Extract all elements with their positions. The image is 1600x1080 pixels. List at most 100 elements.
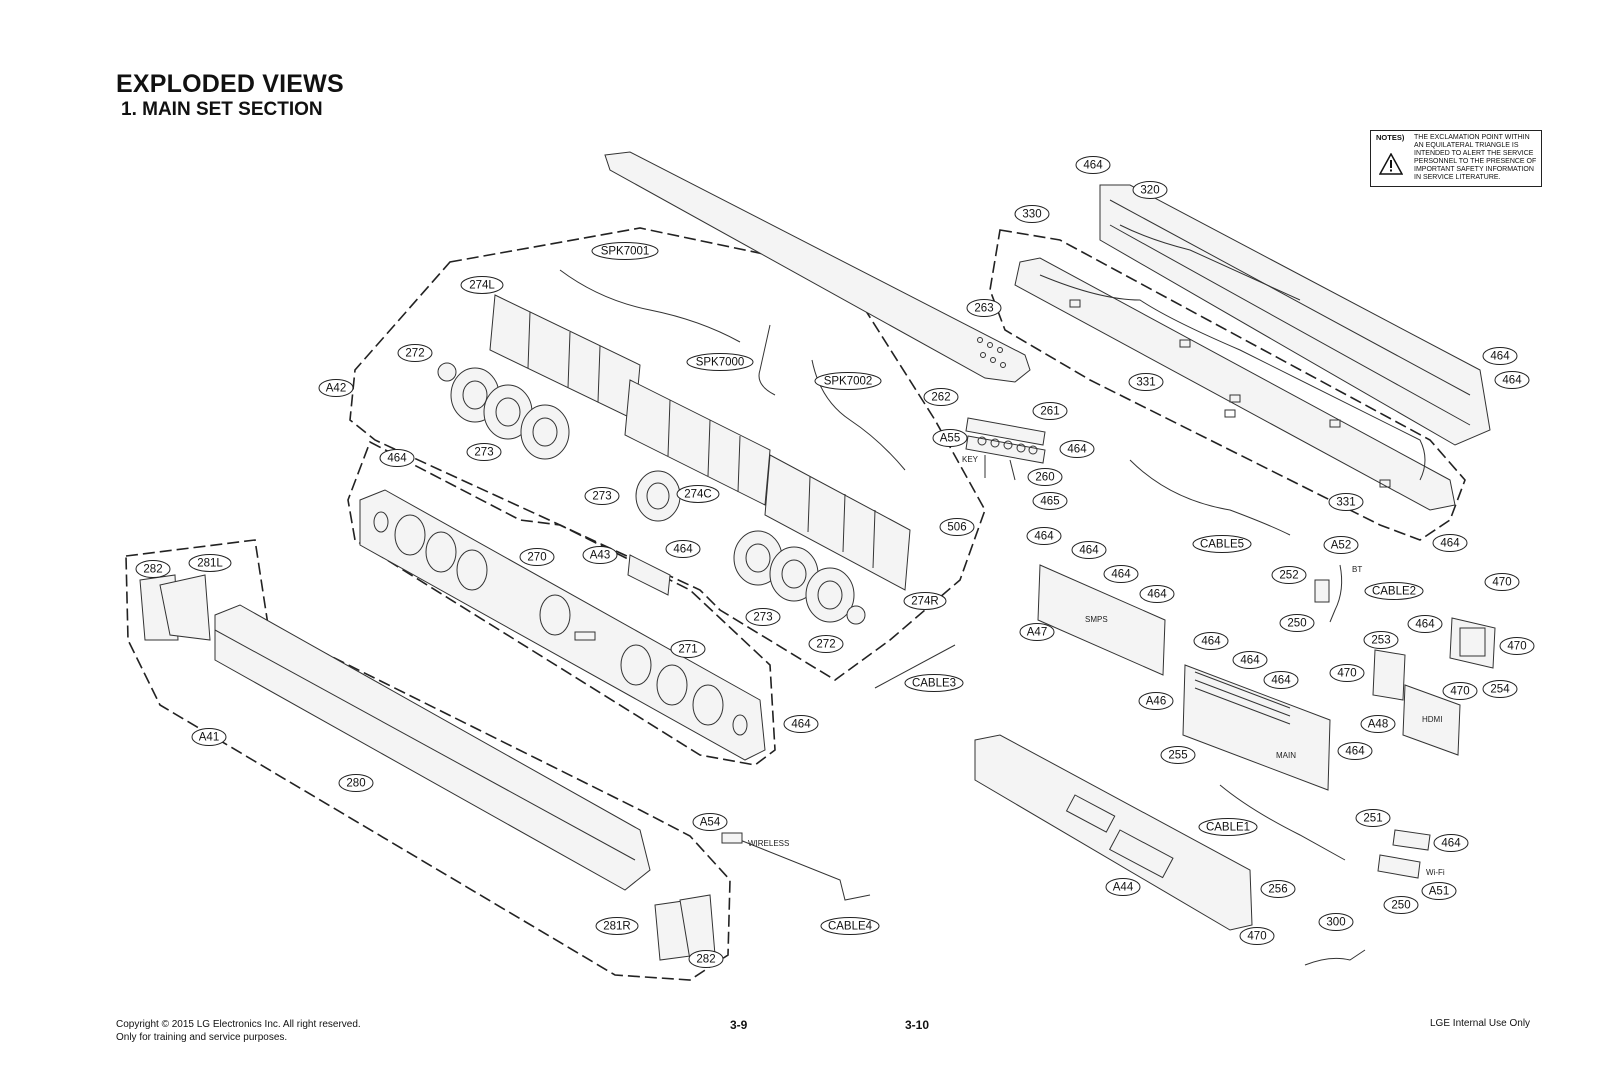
- callout-text: 470: [1507, 641, 1526, 653]
- callout-text: 262: [931, 392, 950, 404]
- callout-cable4: CABLE4: [820, 917, 880, 935]
- callout-text: 464: [1079, 545, 1099, 557]
- callout-262: 262: [923, 388, 959, 406]
- chassis-pads: [1069, 299, 1391, 488]
- bracket-254-window: [1459, 627, 1486, 657]
- callout-text: 464: [1147, 589, 1167, 601]
- callout-470_d: 470: [1442, 682, 1478, 700]
- speaker-wire-spk7001: [559, 269, 741, 343]
- callout-282_r: 282: [688, 950, 724, 968]
- callout-253: 253: [1363, 631, 1399, 649]
- part-front-bezel: [359, 489, 766, 761]
- callout-text: 464: [1271, 675, 1291, 687]
- callout-a51: A51: [1421, 882, 1457, 900]
- callout-text: 263: [974, 303, 993, 315]
- callout-331_b: 331: [1328, 493, 1364, 511]
- callout-a47: A47: [1019, 623, 1055, 641]
- callout-text: CABLE4: [828, 921, 873, 933]
- part-end-cap-281l: [159, 574, 211, 641]
- callout-a46: A46: [1138, 692, 1174, 710]
- callout-330: 330: [1014, 205, 1050, 223]
- callout-470_b: 470: [1499, 637, 1535, 655]
- callout-text: 270: [527, 552, 546, 564]
- callout-470_e: 470: [1239, 927, 1275, 945]
- cable5: [1129, 459, 1291, 536]
- part-wireless-module: [721, 832, 743, 844]
- callout-text: 464: [1201, 636, 1221, 648]
- callout-text: 250: [1287, 618, 1306, 630]
- callout-464_s4: 464: [1103, 565, 1139, 583]
- callout-274l: 274L: [460, 276, 504, 294]
- rear-cover-inner: [1109, 199, 1471, 426]
- callout-470_a: 470: [1484, 573, 1520, 591]
- callout-281r: 281R: [595, 917, 639, 935]
- callout-text: 250: [1391, 900, 1410, 912]
- part-main-board: [1182, 664, 1331, 791]
- callout-464_top: 464: [1075, 156, 1111, 174]
- callout-text: 252: [1279, 570, 1298, 582]
- callout-text: 320: [1140, 185, 1159, 197]
- callout-464_bar: 464: [783, 715, 819, 733]
- callout-text: 464: [673, 544, 693, 556]
- callout-282_l: 282: [135, 560, 171, 578]
- callout-text: 464: [1440, 538, 1460, 550]
- callout-a42: A42: [318, 379, 354, 397]
- callout-text: 330: [1022, 209, 1041, 221]
- callout-text: 470: [1337, 668, 1356, 680]
- callout-text: 470: [1450, 686, 1469, 698]
- callout-text: 331: [1336, 497, 1355, 509]
- callout-464_n3: 464: [1263, 671, 1299, 689]
- callout-text: CABLE3: [912, 678, 956, 690]
- callout-272_b: 272: [808, 635, 844, 653]
- callout-text: SPK7001: [601, 246, 650, 258]
- callout-spk7002: SPK7002: [814, 372, 882, 390]
- internal-use-notice: LGE Internal Use Only: [1430, 1018, 1531, 1029]
- callout-a43: A43: [582, 546, 618, 564]
- notes-label: NOTES): [1376, 133, 1405, 142]
- callout-273_c: 273: [745, 608, 781, 626]
- callout-464_w: 464: [1433, 834, 1469, 852]
- part-chassis-330: [1014, 257, 1456, 511]
- callout-464_n4: 464: [1337, 742, 1373, 760]
- callout-a54: A54: [692, 813, 728, 831]
- callout-cable2: CABLE2: [1364, 582, 1424, 600]
- warning-triangle-icon: [1379, 153, 1403, 175]
- callout-text: A55: [940, 433, 960, 445]
- callout-text: SPK7000: [696, 357, 745, 369]
- copyright: Copyright © 2015 LG Electronics Inc. All…: [116, 1018, 361, 1044]
- callout-464_s2: 464: [1026, 527, 1062, 545]
- callout-254: 254: [1482, 680, 1518, 698]
- callout-464_r2: 464: [1494, 371, 1530, 389]
- callout-text: 464: [1415, 619, 1435, 631]
- callout-text: SPK7002: [824, 376, 873, 388]
- callout-320: 320: [1132, 181, 1168, 199]
- part-front-grille: [214, 604, 651, 891]
- part-bracket-253: [1372, 649, 1406, 701]
- callout-cable3: CABLE3: [904, 674, 964, 692]
- part-hdmi-board: [1402, 684, 1461, 756]
- callout-text: A43: [590, 550, 610, 562]
- callout-text: 256: [1268, 884, 1287, 896]
- callout-text: 331: [1136, 377, 1155, 389]
- callout-text: 260: [1035, 472, 1054, 484]
- callout-text: 464: [1345, 746, 1365, 758]
- main-board-heatsink: [1194, 671, 1291, 725]
- callout-text: 261: [1040, 406, 1059, 418]
- copyright-line2: Only for training and service purposes.: [116, 1032, 288, 1043]
- callout-text: 251: [1363, 813, 1382, 825]
- callout-text: 470: [1492, 577, 1511, 589]
- callout-text: CABLE2: [1372, 586, 1416, 598]
- part-bracket-254: [1449, 617, 1496, 669]
- callout-274r: 274R: [903, 592, 947, 610]
- callout-464_n2: 464: [1232, 651, 1268, 669]
- cable3: [874, 644, 956, 689]
- callout-text: CABLE1: [1206, 822, 1250, 834]
- grille-inner-line: [214, 629, 636, 861]
- key-buttons: [977, 337, 1006, 368]
- callout-464_m: 464: [1407, 615, 1443, 633]
- callout-251: 251: [1355, 809, 1391, 827]
- safety-notes-box: NOTES) THE EXCLAMATION POINT WITHIN AN E…: [1370, 130, 1542, 187]
- callout-text: A54: [700, 817, 721, 829]
- callout-273_a: 273: [466, 443, 502, 461]
